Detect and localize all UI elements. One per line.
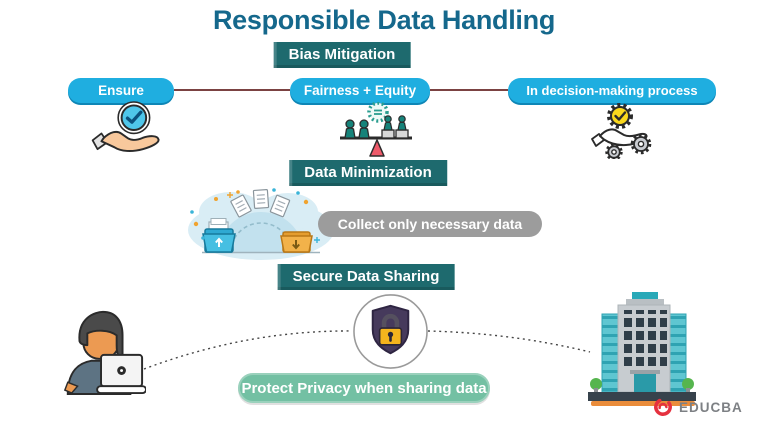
banner-bias-mitigation: Bias Mitigation [273, 42, 411, 68]
banner-secure-data-sharing: Secure Data Sharing [277, 264, 455, 290]
educba-e-icon [654, 398, 672, 416]
brand-name: EDUCBA [679, 399, 743, 415]
brand-logo: EDUCBA [652, 396, 743, 418]
office-building-illustration [588, 292, 696, 406]
connector-line-left [174, 89, 290, 91]
connector-line-right [430, 89, 508, 91]
pill-decision-making: In decision-making process [508, 78, 716, 103]
hand-check-icon [91, 101, 160, 152]
note-protect-privacy: Protect Privacy when sharing data [238, 373, 490, 403]
decision-gears-icon [591, 103, 652, 159]
folders-data-transfer-illustration [188, 188, 334, 260]
banner-data-minimization: Data Minimization [289, 160, 447, 186]
page-title: Responsible Data Handling [212, 5, 556, 35]
pill-ensure: Ensure [68, 78, 174, 103]
lock-shield-icon [353, 294, 428, 369]
person-laptop-illustration [63, 310, 146, 395]
pill-fairness-equity: Fairness + Equity [290, 78, 430, 103]
equality-balance-icon [340, 102, 412, 157]
note-collect-necessary: Collect only necessary data [318, 211, 542, 237]
